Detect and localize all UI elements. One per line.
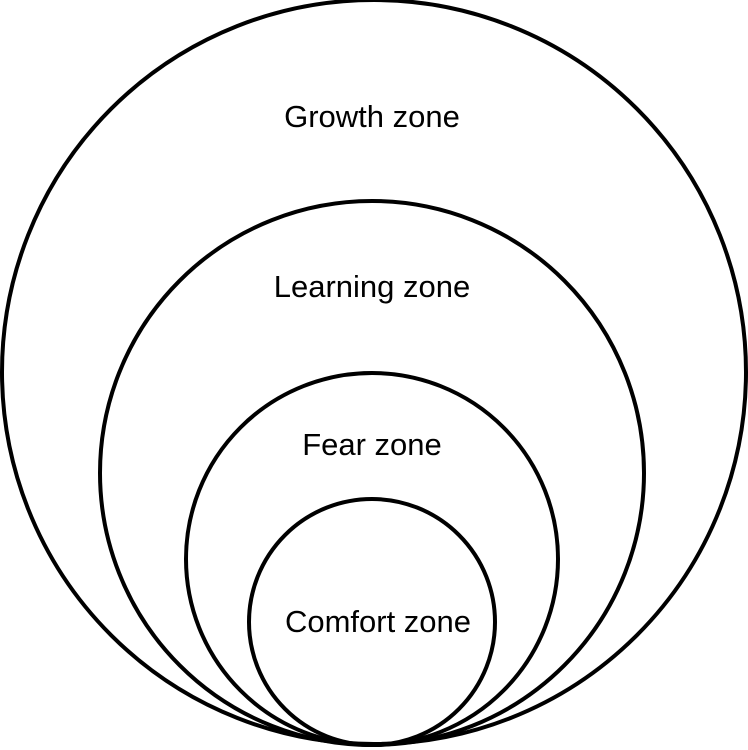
fear-zone-label: Fear zone — [302, 427, 442, 462]
comfort-zone-label: Comfort zone — [285, 604, 471, 639]
growth-zone-label: Growth zone — [284, 99, 460, 134]
learning-zone-label: Learning zone — [274, 269, 471, 304]
comfort-zone-circle — [247, 497, 497, 747]
